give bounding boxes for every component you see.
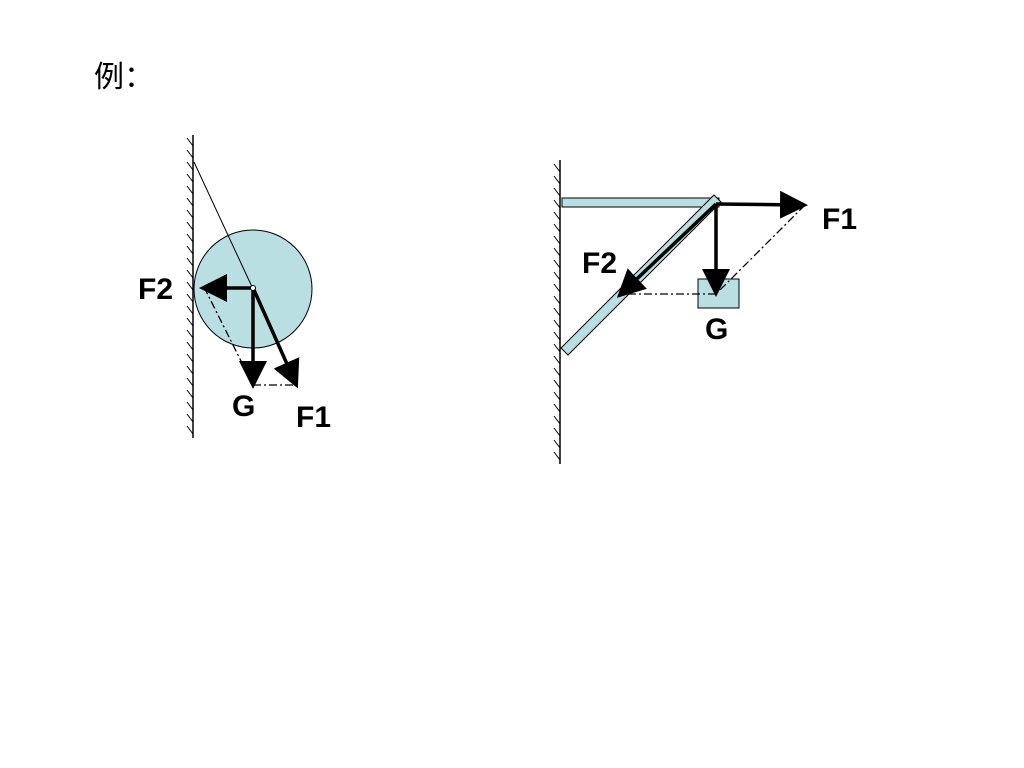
hatch-mark	[553, 403, 561, 413]
hatch-mark	[553, 199, 561, 209]
hatch-mark	[186, 161, 194, 171]
left-wall-hatching	[186, 137, 194, 435]
hatch-mark	[186, 401, 194, 411]
hatch-mark	[186, 209, 194, 219]
hatch-mark	[186, 353, 194, 363]
hatch-mark	[186, 149, 194, 159]
label-f2: F2	[138, 273, 173, 306]
label-f1: F1	[296, 401, 331, 434]
hatch-mark	[553, 163, 561, 173]
right-wall-hatching	[553, 163, 561, 461]
hatch-mark	[553, 211, 561, 221]
hatch-mark	[186, 269, 194, 279]
label-g: G	[232, 390, 255, 423]
hatch-mark	[186, 389, 194, 399]
hatch-mark	[186, 281, 194, 291]
hatch-mark	[186, 257, 194, 267]
force-f1-arrow	[715, 190, 808, 219]
hatch-mark	[186, 245, 194, 255]
hatch-mark	[553, 379, 561, 389]
hatch-mark	[553, 295, 561, 305]
hatch-mark	[553, 427, 561, 437]
hatch-mark	[186, 305, 194, 315]
hatch-mark	[186, 137, 194, 147]
hatch-mark	[186, 233, 194, 243]
hatch-mark	[186, 377, 194, 387]
hatch-mark	[186, 341, 194, 351]
diagram-left: F2 G F1	[138, 135, 331, 438]
diagram-right: F1 F2 G	[553, 160, 857, 464]
hatch-mark	[553, 187, 561, 197]
label-g: G	[705, 313, 728, 346]
hatch-mark	[186, 173, 194, 183]
label-f1: F1	[822, 203, 857, 236]
hatch-mark	[553, 355, 561, 365]
hatch-mark	[186, 413, 194, 423]
hatch-mark	[186, 293, 194, 303]
slide-title: 例：	[94, 60, 154, 95]
hatch-mark	[186, 185, 194, 195]
rope	[193, 161, 254, 290]
hatch-mark	[553, 319, 561, 329]
hatch-mark	[553, 259, 561, 269]
hatch-mark	[186, 317, 194, 327]
hatch-mark	[553, 439, 561, 449]
hatch-mark	[553, 451, 561, 461]
horizontal-beam	[561, 197, 720, 208]
hatch-mark	[553, 175, 561, 185]
hatch-mark	[553, 343, 561, 353]
hatch-mark	[553, 391, 561, 401]
hatch-mark	[553, 307, 561, 317]
hatch-mark	[186, 329, 194, 339]
hatch-mark	[553, 235, 561, 245]
hatch-mark	[553, 367, 561, 377]
hatch-mark	[553, 271, 561, 281]
force-f1-arrow	[252, 289, 300, 389]
hatch-mark	[186, 221, 194, 231]
center-point	[250, 285, 256, 291]
hatch-mark	[553, 223, 561, 233]
hatch-mark	[553, 415, 561, 425]
hatch-mark	[186, 197, 194, 207]
hatch-mark	[553, 247, 561, 257]
hatch-mark	[186, 425, 194, 435]
force-f2-arrow	[616, 202, 718, 298]
hatch-mark	[553, 283, 561, 293]
label-f2: F2	[582, 247, 617, 280]
hatch-mark	[186, 365, 194, 375]
hatch-mark	[553, 331, 561, 341]
parallelogram-side-1	[715, 204, 806, 295]
